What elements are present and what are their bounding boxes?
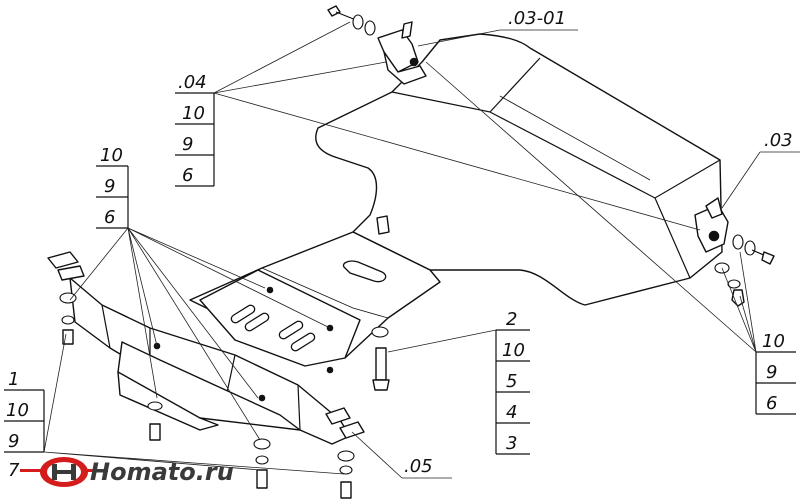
right-tab <box>339 421 365 439</box>
rear-panel <box>315 33 723 306</box>
callout-03-01: .03-01 <box>508 8 566 29</box>
callout-stack-bottom-left-item-2: 9 <box>8 431 19 452</box>
callout-stack-04-item-2: 9 <box>182 134 193 155</box>
front-crossmember <box>69 277 351 445</box>
callout-03-01-label: .03-01 <box>508 8 566 29</box>
callout-stack-04-item-3: 6 <box>182 165 193 186</box>
callout-stack-bottom-left-item-3: 7 <box>8 460 20 481</box>
callout-03: .03 <box>764 130 793 151</box>
callout-stack-left-item-2: 6 <box>104 207 115 228</box>
slotted-plate <box>199 269 361 367</box>
callout-stack-center-right-item-0: 2 <box>506 309 517 330</box>
callout-stack-left-item-1: 9 <box>104 176 115 197</box>
callout-stack-center-right-item-4: 3 <box>506 433 517 454</box>
homato-logo-icon <box>20 457 108 487</box>
callout-03-label: .03 <box>764 130 793 151</box>
left-tab <box>47 251 79 269</box>
skid-plate <box>47 33 723 445</box>
callout-stack-center-right-item-2: 5 <box>506 371 517 392</box>
callout-stack-bottom-left-item-0: 1 <box>8 369 19 390</box>
callout-stack-center-right-item-3: 4 <box>506 402 517 423</box>
callout-stack-right-bottom-item-2: 6 <box>766 393 777 414</box>
callout-stack-right-bottom: 10 9 6 <box>755 331 796 415</box>
bracket-03-01 <box>377 21 427 85</box>
center-oval-slot <box>342 260 387 283</box>
callout-05: .05 <box>404 456 433 477</box>
rear-panel-hump <box>391 57 721 279</box>
callout-stack-center-right: 2 10 5 4 3 <box>495 309 530 455</box>
homato-watermark: Homato.ru <box>20 457 234 487</box>
bolt-center <box>371 215 390 391</box>
bolt-top <box>327 5 376 36</box>
homato-logo-text: Homato.ru <box>90 458 234 486</box>
bolt-left <box>59 292 77 345</box>
leader-lines <box>43 21 800 479</box>
bolt-right <box>714 234 775 307</box>
callout-stack-bottom-left: 1 10 9 7 <box>4 369 45 481</box>
callout-stack-04-item-1: 10 <box>182 103 205 124</box>
callout-stack-right-bottom-item-1: 9 <box>766 362 777 383</box>
bolts-lower <box>147 401 355 499</box>
callout-stack-left-item-0: 10 <box>100 145 123 166</box>
front-lower-lip <box>117 371 219 431</box>
callout-stack-right-bottom-item-0: 10 <box>762 331 785 352</box>
callout-stack-04-item-0: .04 <box>178 72 207 93</box>
bracket-03 <box>694 197 729 253</box>
callout-stack-left: 10 9 6 <box>96 145 129 229</box>
callout-stack-bottom-left-item-1: 10 <box>6 400 29 421</box>
callout-05-label: .05 <box>404 456 433 477</box>
callout-stack-center-right-item-1: 10 <box>502 340 525 361</box>
callout-stack-04: .04 10 9 6 <box>175 72 215 187</box>
